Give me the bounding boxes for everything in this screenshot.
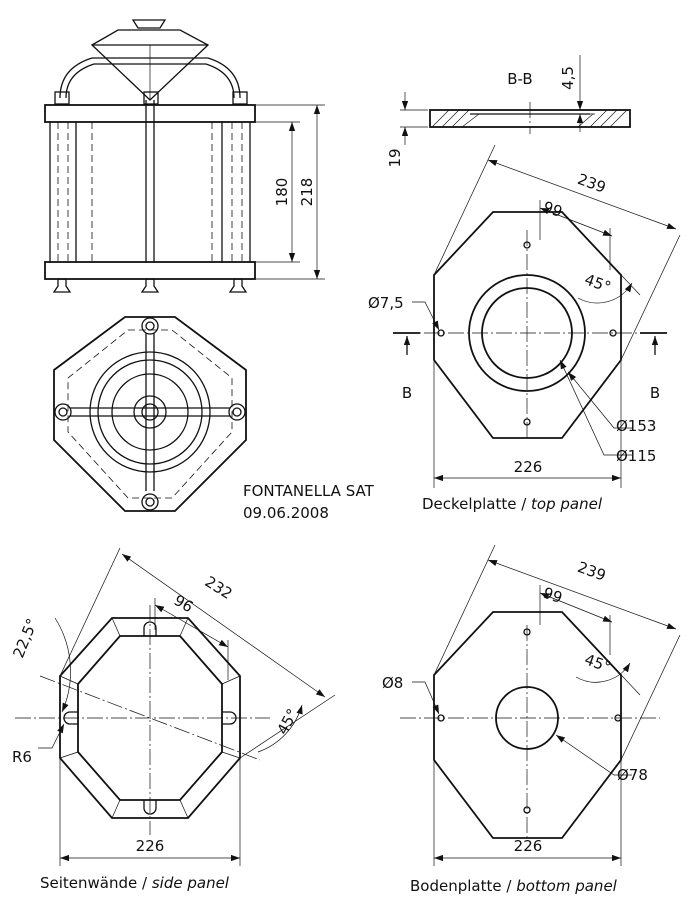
top-dim-ring-inner: Ø115 (616, 447, 656, 465)
funnel-knob (131, 19, 167, 29)
bottom-dim-239: 239 (575, 558, 608, 585)
side-caption-de: Seitenwände (40, 874, 137, 892)
top-dim-99: 99 (541, 198, 565, 221)
drawing-date: 09.06.2008 (243, 504, 329, 522)
top-plate (44, 104, 256, 123)
bottom-caption-en: bottom panel (516, 877, 617, 895)
bottom-dim-hole: Ø8 (382, 674, 403, 692)
cut-label-left: B (402, 384, 412, 402)
mount-hole (523, 241, 531, 249)
bottom-dim-center: Ø78 (617, 766, 648, 784)
fitting (232, 91, 248, 105)
slot (143, 800, 157, 815)
bolt-head (141, 317, 159, 335)
mount-hole (437, 329, 445, 337)
bolt-head (54, 403, 72, 421)
top-panel-octagon (433, 211, 622, 439)
foot (140, 278, 160, 293)
mount-hole (437, 714, 445, 722)
side-caption-sep: / (137, 874, 152, 892)
side-dim-226: 226 (136, 837, 165, 855)
mount-hole (614, 714, 622, 722)
top-dim-226: 226 (514, 458, 543, 476)
top-dim-ring-outer: Ø153 (616, 417, 656, 435)
bottom-panel-caption: Bodenplatte / bottom panel (410, 877, 618, 895)
fitting (143, 91, 159, 105)
side-pipe (59, 57, 241, 99)
mount-hole (609, 329, 617, 337)
top-caption-de: Deckelplatte (422, 495, 516, 513)
bottom-caption-de: Bodenplatte (410, 877, 502, 895)
drawing-title: FONTANELLA SAT (243, 482, 375, 500)
bottom-caption-sep: / (502, 877, 517, 895)
top-panel-drawing: B B 239 99 45° Ø7,5 Ø153 Ø115 226 (368, 144, 681, 488)
top-view (53, 316, 247, 512)
dim-180: 180 (273, 178, 291, 207)
side-dim-radius: R6 (12, 748, 32, 766)
cut-label-right: B (650, 384, 660, 402)
bottom-panel-drawing: 239 99 45° Ø8 Ø78 226 (382, 544, 681, 866)
side-dim-96: 96 (171, 591, 197, 616)
top-dim-angle: 45° (582, 270, 613, 296)
bottom-dim-99: 99 (541, 584, 565, 607)
dim-19: 19 (386, 148, 404, 167)
mount-hole (523, 418, 531, 426)
dim-4-5: 4,5 (559, 66, 577, 90)
side-dim-angle-a: 22,5° (9, 616, 41, 661)
section-b-b: B-B 4,5 19 (386, 55, 631, 168)
ring-outer (89, 351, 211, 473)
top-dim-hole: Ø7,5 (368, 294, 404, 312)
mount-hole (523, 806, 531, 814)
side-caption-en: side panel (152, 874, 230, 892)
foot (228, 278, 248, 293)
side-dim-232: 232 (202, 573, 236, 603)
octagon-outer (53, 316, 247, 512)
bottom-plate (44, 261, 256, 280)
top-dim-239: 239 (575, 170, 608, 197)
top-panel-caption: Deckelplatte / top panel (422, 495, 603, 513)
dim-218: 218 (298, 178, 316, 207)
side-panel-caption: Seitenwände / side panel (40, 874, 230, 892)
section-label: B-B (507, 70, 532, 88)
fitting (54, 91, 70, 105)
bolt-head (228, 403, 246, 421)
octagon-inner-dashed (67, 329, 233, 499)
bottom-dim-angle: 45° (582, 650, 613, 676)
funnel-cone (90, 29, 210, 101)
bottom-dim-226: 226 (514, 837, 543, 855)
bottom-panel-octagon (433, 611, 622, 839)
mount-hole (523, 628, 531, 636)
top-caption-en: top panel (531, 495, 603, 513)
foot (52, 278, 72, 293)
front-view: 180 218 (44, 19, 325, 293)
side-panel-drawing: 232 96 22,5° 45° R6 226 (9, 547, 336, 866)
top-caption-sep: / (516, 495, 531, 513)
bolt-head (141, 493, 159, 511)
